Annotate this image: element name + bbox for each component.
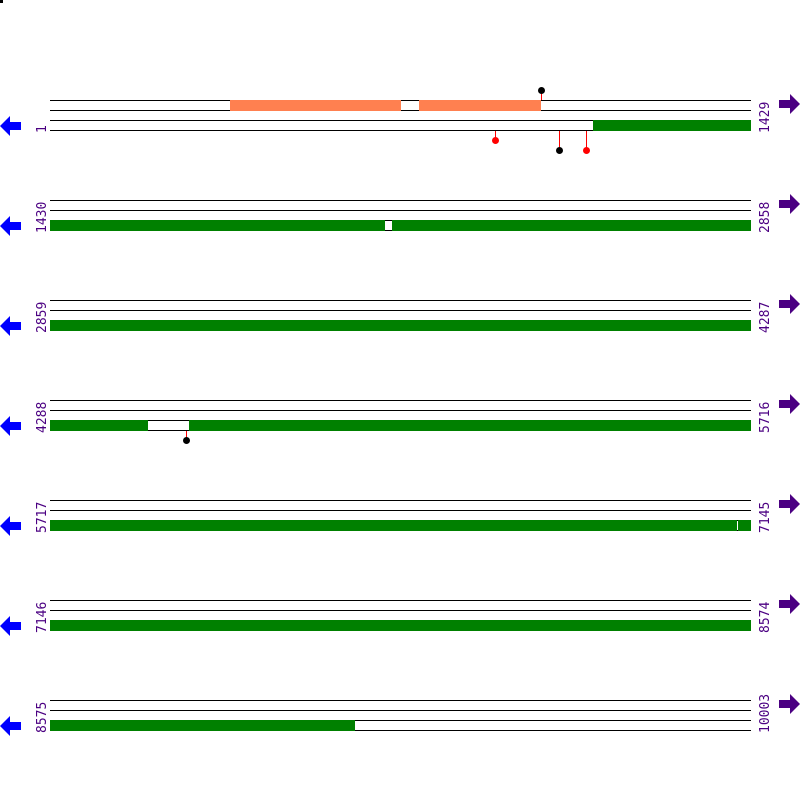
arrow-right-icon[interactable] (779, 93, 800, 115)
track-line (50, 510, 751, 511)
track-line (50, 300, 751, 301)
sequence-row-4: 4288 5716 (0, 300, 800, 444)
feature-segment[interactable] (419, 100, 541, 111)
track-line (50, 120, 751, 121)
arrow-right-icon[interactable] (779, 493, 800, 515)
track-line (50, 130, 751, 131)
marker-red[interactable] (492, 137, 499, 144)
marker-stem (559, 131, 560, 149)
track-line (50, 710, 751, 711)
track-line (50, 400, 751, 401)
coverage-segment[interactable] (50, 420, 148, 431)
marker-black[interactable] (183, 437, 190, 444)
coverage-segment[interactable] (738, 520, 751, 531)
arrow-left-icon[interactable] (0, 215, 22, 237)
marker-stem (586, 131, 587, 149)
feature-segment[interactable] (230, 100, 401, 111)
track-line (50, 730, 751, 731)
sequence-row-6: 7146 8574 (0, 500, 800, 636)
row-start-label: 8575 (35, 701, 50, 733)
track-line (50, 700, 751, 701)
coverage-segment[interactable] (50, 620, 751, 631)
track-line (50, 210, 751, 211)
track-line (50, 410, 751, 411)
marker-stem (186, 431, 187, 439)
track-line (50, 610, 751, 611)
corner-mark (0, 0, 3, 3)
marker-red[interactable] (583, 147, 590, 154)
row-end-label: 10003 (758, 693, 773, 733)
arrow-right-icon[interactable] (779, 593, 800, 615)
arrow-right-icon[interactable] (779, 693, 800, 715)
arrow-left-icon[interactable] (0, 115, 22, 137)
coverage-segment[interactable] (593, 120, 751, 131)
arrow-left-icon[interactable] (0, 715, 22, 737)
coverage-segment[interactable] (50, 220, 385, 231)
arrow-left-icon[interactable] (0, 615, 22, 637)
arrow-right-icon[interactable] (779, 293, 800, 315)
track-line (50, 600, 751, 601)
sequence-row-2: 1430 2858 (0, 100, 800, 236)
arrow-left-icon[interactable] (0, 415, 22, 437)
track-line (50, 720, 751, 721)
sequence-row-5: 5717 7145 (0, 400, 800, 536)
marker-stem (495, 131, 496, 139)
marker-black[interactable] (556, 147, 563, 154)
arrow-right-icon[interactable] (779, 193, 800, 215)
sequence-row-1: 1 1429 (0, 0, 800, 154)
coverage-segment[interactable] (392, 220, 751, 231)
sequence-row-3: 2859 4287 (0, 200, 800, 336)
track-line (50, 500, 751, 501)
coverage-segment[interactable] (50, 720, 355, 731)
coverage-segment[interactable] (50, 520, 737, 531)
track-line (50, 310, 751, 311)
arrow-left-icon[interactable] (0, 515, 22, 537)
marker-stem (541, 92, 542, 100)
arrow-left-icon[interactable] (0, 315, 22, 337)
marker-black[interactable] (538, 87, 545, 94)
arrow-right-icon[interactable] (779, 393, 800, 415)
sequence-row-7: 8575 10003 (0, 600, 800, 736)
coverage-segment[interactable] (189, 420, 751, 431)
track-line (50, 200, 751, 201)
coverage-segment[interactable] (50, 320, 751, 331)
